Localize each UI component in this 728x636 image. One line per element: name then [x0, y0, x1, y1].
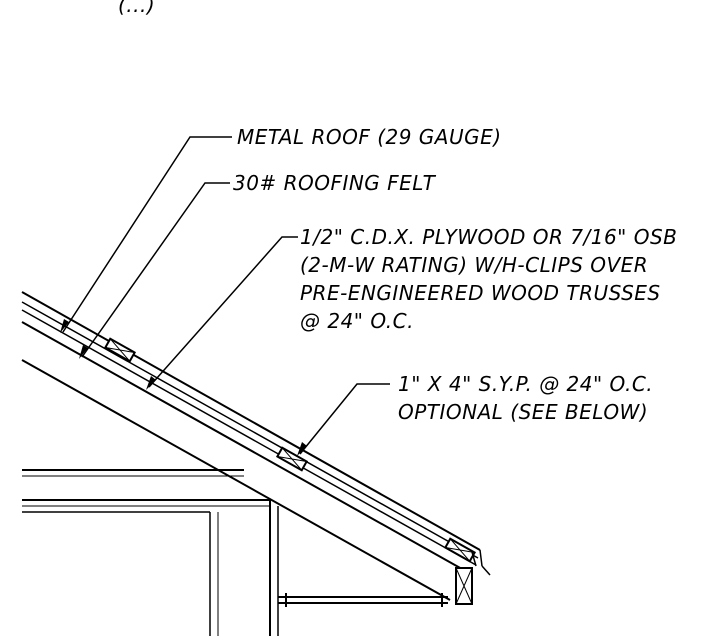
- purlin-blocks: [103, 337, 477, 563]
- leader-sheathing: [148, 236, 298, 388]
- label-sheathing-line-1: 1/2" C.D.X. PLYWOOD OR 7/16" OSB: [300, 225, 677, 249]
- leader-metal-roof: [62, 136, 232, 333]
- felt-line: [21, 301, 479, 559]
- purlin-block: [103, 337, 137, 363]
- roof-assembly: [21, 291, 481, 601]
- callout-labels: METAL ROOF (29 GAUGE) 30# ROOFING FELT 1…: [233, 125, 677, 424]
- arrowhead-roofing-felt: [79, 345, 88, 359]
- sheathing-bottom-line: [21, 321, 463, 570]
- leader-lines: [60, 136, 390, 456]
- leader-purlin: [299, 383, 390, 455]
- sheathing-top-line: [21, 309, 477, 566]
- label-metal-roof: METAL ROOF (29 GAUGE): [237, 125, 502, 149]
- label-sheathing-line-4: @ 24" O.C.: [300, 309, 414, 333]
- wall-framing: [22, 469, 279, 636]
- arrowhead-sheathing: [146, 376, 156, 390]
- label-sheathing-line-2: (2-M-W RATING) W/H-CLIPS OVER: [300, 253, 648, 277]
- label-purlin-line-2: OPTIONAL (SEE BELOW): [398, 400, 648, 424]
- label-purlin-line-1: 1" X 4" S.Y.P. @ 24" O.C.: [398, 372, 653, 396]
- arrowhead-metal-roof: [60, 319, 69, 333]
- label-roofing-felt: 30# ROOFING FELT: [233, 171, 437, 195]
- truss-top-chord-line: [21, 359, 451, 601]
- label-sheathing-line-3: PRE-ENGINEERED WOOD TRUSSES: [300, 281, 661, 305]
- soffit-fascia: [278, 549, 491, 607]
- purlin-block: [443, 537, 477, 563]
- top-fragment-text: (...): [118, 0, 155, 17]
- arrowhead-purlin: [297, 442, 307, 456]
- purlin-block: [275, 446, 309, 472]
- leader-roofing-felt: [81, 182, 230, 358]
